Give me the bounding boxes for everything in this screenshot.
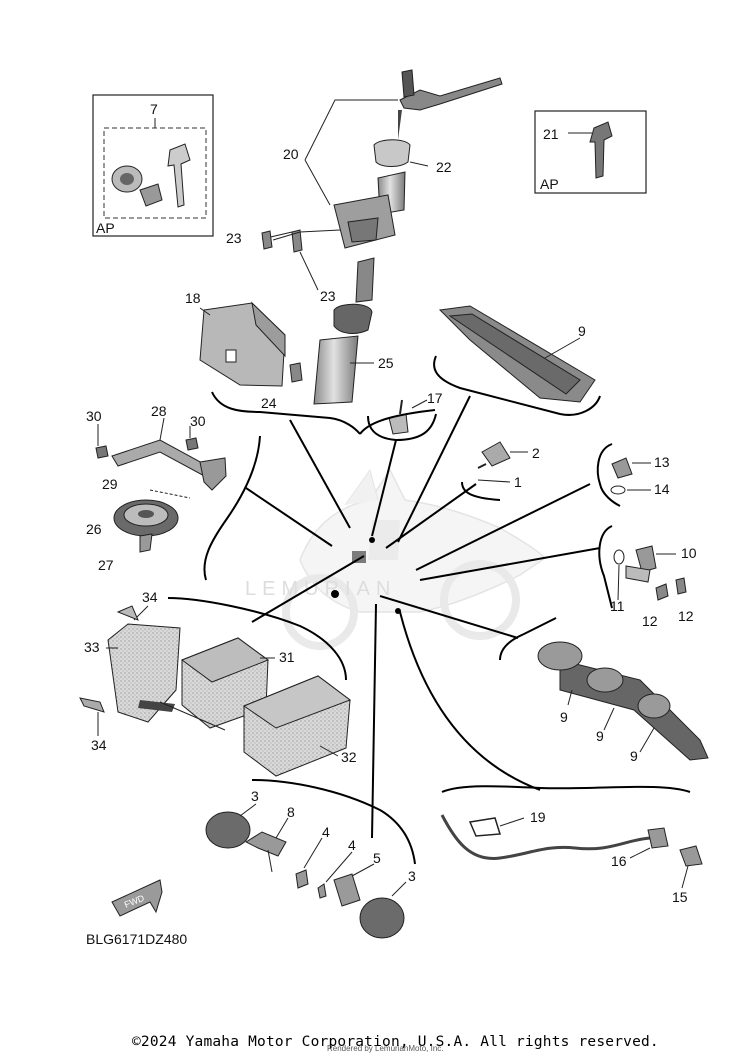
ecu-box-32 [242, 675, 352, 777]
callout-16: 16 [611, 853, 627, 869]
horn-26 [113, 499, 179, 553]
callout-34b: 34 [91, 737, 107, 753]
rendered-note: Rendered by LemurianMoto, Inc. [327, 1044, 444, 1053]
callout-15: 15 [672, 889, 688, 905]
motorcycle-watermark [282, 468, 547, 650]
callout-31: 31 [279, 649, 295, 665]
callout-14: 14 [654, 481, 670, 497]
lower-parts [205, 803, 407, 939]
callout-23b: 23 [320, 288, 336, 304]
callout-9a: 9 [560, 709, 568, 725]
callout-9b: 9 [596, 728, 604, 744]
callout-22: 22 [436, 159, 452, 175]
callout-25: 25 [378, 355, 394, 371]
sensor-2 [477, 441, 528, 469]
callout-1: 1 [514, 474, 522, 490]
callout-12a: 12 [642, 613, 658, 629]
callout-labels: 7 20 22 21 23 23 18 25 24 9 17 2 1 13 14… [84, 101, 697, 905]
callout-20: 20 [283, 146, 299, 162]
callout-21: 21 [543, 126, 559, 142]
sensor-17 [388, 399, 428, 435]
callout-4b: 4 [348, 837, 356, 853]
callout-29: 29 [102, 476, 118, 492]
sensor-10 [613, 545, 687, 601]
bracket-20-leader [272, 99, 429, 364]
fwd-arrow-icon [111, 879, 163, 917]
bike-markers [331, 537, 401, 614]
callout-9c: 9 [630, 748, 638, 764]
sensor-13-14 [610, 457, 651, 495]
ap-box-21 [534, 110, 647, 194]
ap-label-left: AP [96, 220, 115, 236]
callout-28: 28 [151, 403, 167, 419]
callout-33: 33 [84, 639, 100, 655]
callout-6: 8 [287, 804, 295, 820]
callout-34a: 34 [142, 589, 158, 605]
callout-13: 13 [654, 454, 670, 470]
callout-23a: 23 [226, 230, 242, 246]
callout-5: 5 [373, 850, 381, 866]
panel-8 [438, 305, 596, 403]
callout-2: 2 [532, 445, 540, 461]
ecu-bracket-18 [199, 301, 303, 387]
diagram-code: BLG6171DZ480 [86, 931, 187, 947]
callout-32: 32 [341, 749, 357, 765]
group-brackets [167, 355, 691, 865]
blank-key-icon [589, 121, 613, 179]
ap-box-7 [92, 94, 214, 237]
watermark-text: LEMURIAN [245, 578, 396, 600]
callout-10: 10 [681, 545, 697, 561]
callout-24: 24 [261, 395, 277, 411]
callout-7: 7 [150, 101, 158, 117]
handlebar-switches-9 [537, 641, 709, 761]
ap-label-right: AP [540, 176, 559, 192]
callout-3b: 3 [408, 868, 416, 884]
callout-17: 17 [427, 390, 443, 406]
horn-bracket-28 [95, 417, 227, 499]
ecu-bracket-33 [79, 605, 226, 736]
leader-lines [245, 395, 601, 839]
callout-8: 9 [578, 323, 586, 339]
key-cylinder-set-icon [111, 143, 191, 208]
main-switch-assembly [261, 69, 503, 405]
callout-27: 27 [98, 557, 114, 573]
callout-30a: 30 [86, 408, 102, 424]
callout-11: 11 [610, 598, 625, 614]
copyright-notice: ©2024 Yamaha Motor Corporation, U.S.A. A… [132, 1034, 659, 1050]
callout-3a: 3 [251, 788, 259, 804]
callout-18: 18 [185, 290, 201, 306]
callout-26: 26 [86, 521, 102, 537]
callout-19: 19 [530, 809, 546, 825]
callout-12b: 12 [678, 608, 694, 624]
callout-30b: 30 [190, 413, 206, 429]
wire-harness-19 [440, 814, 703, 889]
callout-4a: 4 [322, 824, 330, 840]
